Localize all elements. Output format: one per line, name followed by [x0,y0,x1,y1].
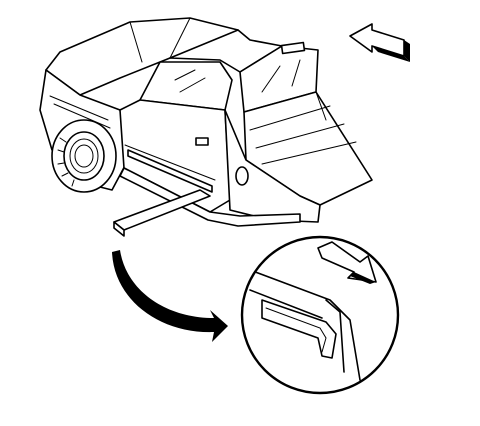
truck-illustration [39,17,373,237]
callout-arrow [112,250,228,342]
rocker-panel [119,167,301,227]
rear-quarter-panel [224,109,321,223]
inset-molding [261,299,337,359]
door-handle [195,137,209,146]
view-direction-arrow [349,23,410,62]
detail-inset [240,235,400,395]
door-side-molding [127,149,213,193]
fuel-door [235,166,249,186]
brake-light [280,41,306,55]
rear-window [239,45,319,113]
front-wheel [51,119,117,193]
